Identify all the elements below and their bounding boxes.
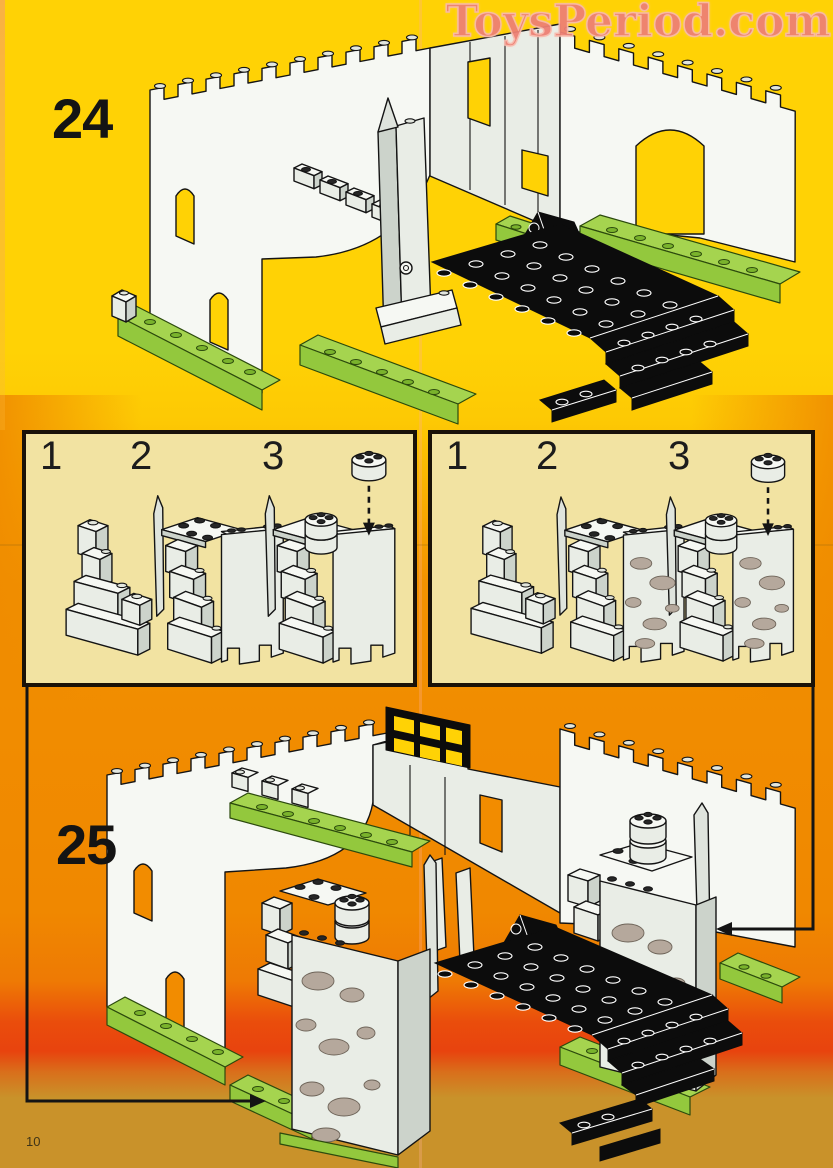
subassembly-art-plain <box>64 450 397 666</box>
arch-window <box>175 188 195 245</box>
substep-label-2: 2 <box>536 434 559 478</box>
subassembly-box-plain: 1 2 3 <box>22 430 417 687</box>
step-25-label: 25 <box>56 813 117 876</box>
scan-edge-artifact <box>0 0 5 430</box>
subassembly-art-stone <box>469 452 795 664</box>
substep-label-1: 1 <box>446 434 469 478</box>
watermark: ToysPeriod.com <box>445 0 832 48</box>
substep-label-3: 3 <box>668 434 691 478</box>
substep-label-1: 1 <box>40 434 63 478</box>
interior-walls <box>429 23 561 233</box>
substep-label-2: 2 <box>130 434 153 478</box>
black-staircase <box>430 211 749 423</box>
substep-label-3: 3 <box>262 434 285 478</box>
subassembly-box-stone: 1 2 3 <box>428 430 815 687</box>
arch-window <box>133 863 153 922</box>
page-number: 10 <box>26 1134 41 1149</box>
arch-window <box>209 292 229 351</box>
fold-crease-vertical <box>419 0 422 1168</box>
stone-tower-left <box>257 854 439 1168</box>
courtyard-walkway <box>229 767 431 868</box>
center-wall-pillar <box>375 97 462 345</box>
step-25-illustration <box>106 706 801 1168</box>
right-archway <box>635 129 705 235</box>
lattice-window <box>385 706 471 769</box>
step-24-illustration <box>111 23 801 425</box>
black-staircase <box>433 914 743 1162</box>
step-24-label: 24 <box>52 87 113 150</box>
